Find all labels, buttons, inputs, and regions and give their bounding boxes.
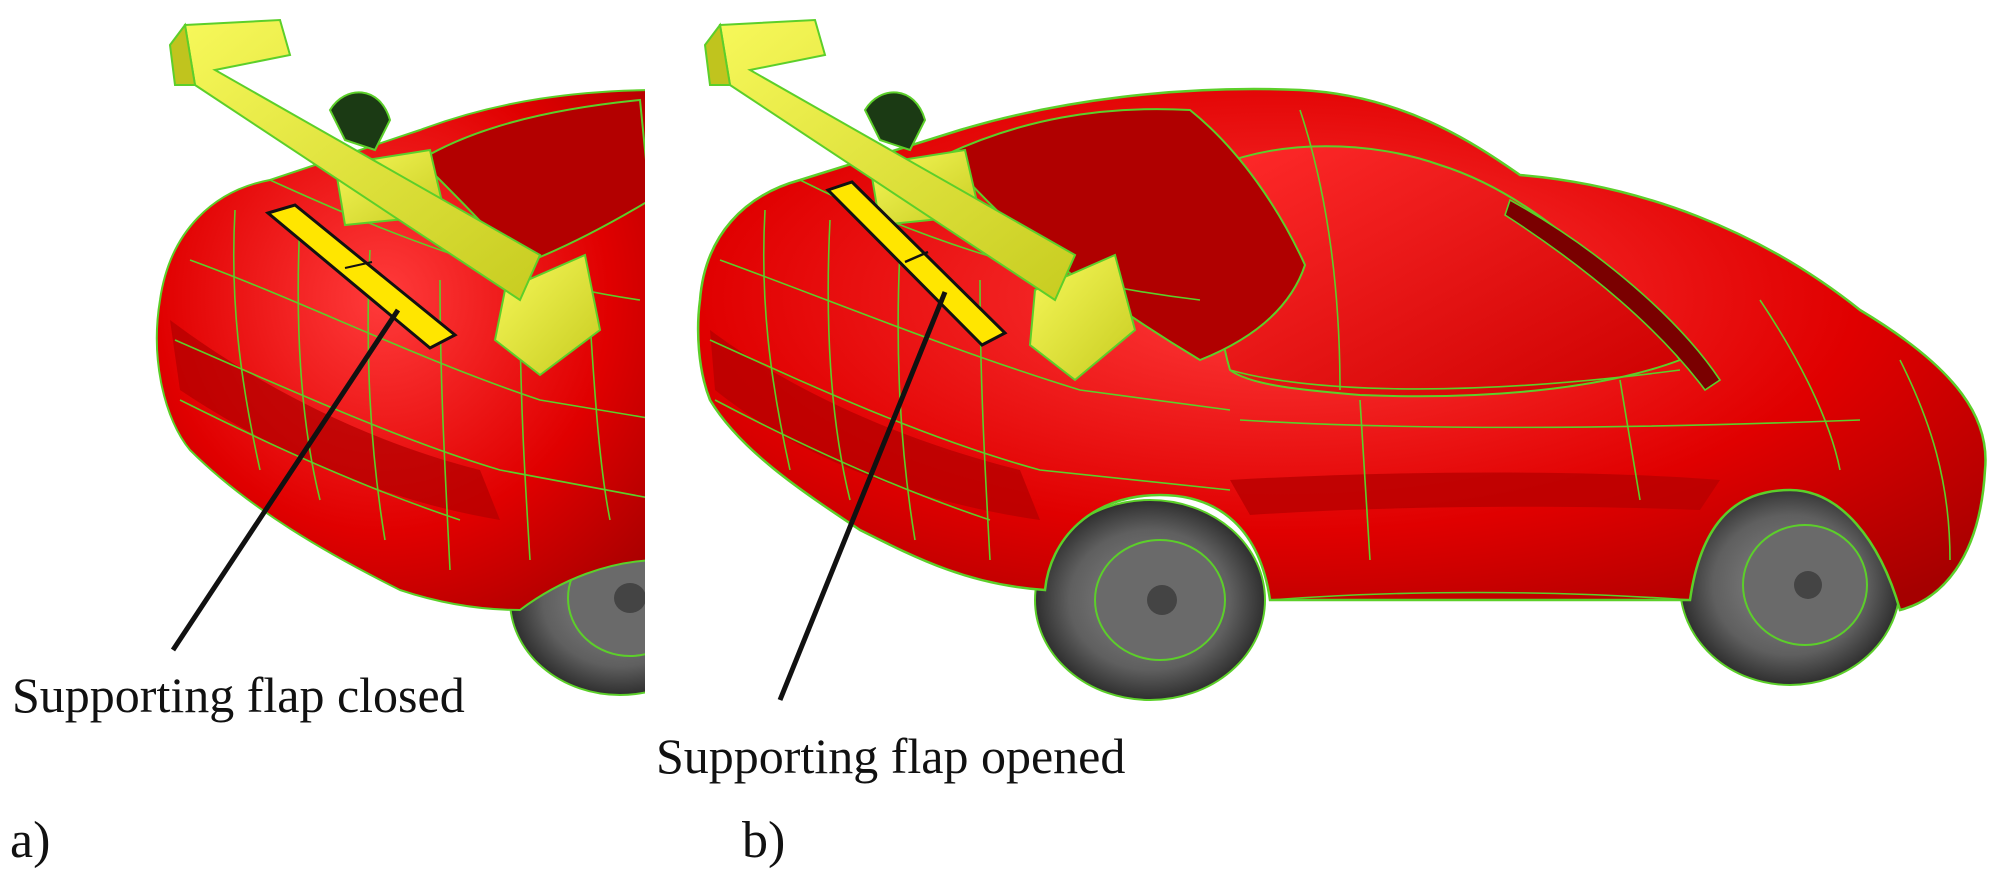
panel-a-car-model — [155, 18, 645, 696]
callout-label-b: Supporting flap opened — [656, 728, 1125, 784]
leader-line-a — [170, 308, 401, 652]
front-wheel-b — [1679, 484, 1901, 686]
mesh-lines-a — [174, 179, 645, 571]
panel-label-b: b) — [742, 812, 785, 869]
rear-wing-a — [183, 18, 542, 302]
rear-wheel-b — [1034, 499, 1266, 701]
rear-wing-b — [718, 18, 1077, 302]
callout-label-a: Supporting flap closed — [12, 667, 465, 723]
panel-b-car-model — [696, 18, 1987, 701]
supporting-flap-opened — [825, 180, 1008, 347]
supporting-flap-closed — [264, 203, 458, 350]
leader-line-b — [777, 291, 948, 701]
panel-label-a: a) — [10, 812, 50, 869]
